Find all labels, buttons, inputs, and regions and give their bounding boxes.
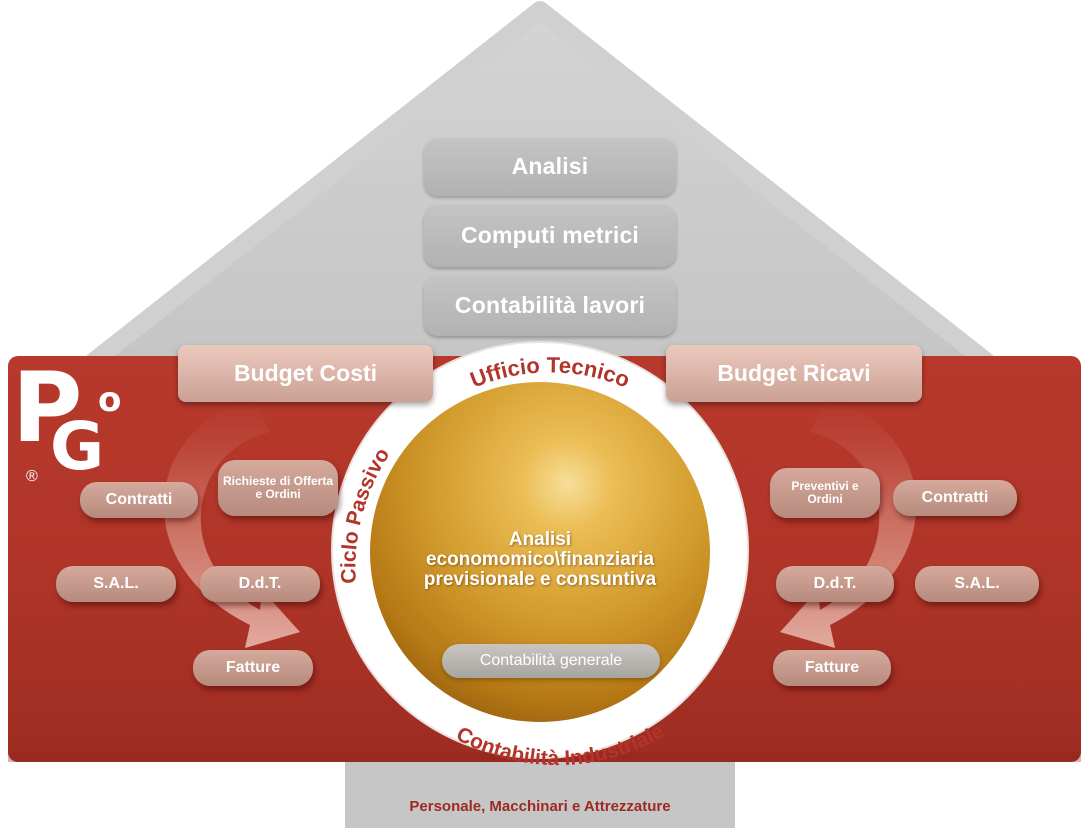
- left-cycle-arrow: [163, 400, 300, 648]
- contabilita-generale-badge: Contabilità generale: [442, 644, 660, 678]
- center-sphere: [370, 382, 710, 722]
- foundation-shape: [345, 760, 735, 828]
- attivo-ddt: D.d.T.: [776, 566, 894, 602]
- passivo-ddt: D.d.T.: [200, 566, 320, 602]
- tier-contabilita-lavori: Contabilità lavori: [424, 276, 676, 336]
- attivo-sal: S.A.L.: [915, 566, 1039, 602]
- registered-mark: ®: [26, 468, 38, 485]
- tier-computi-metrici: Computi metrici: [424, 205, 676, 267]
- attivo-contratti: Contratti: [893, 480, 1017, 516]
- center-title: Analisi economomico\finanziaria previsio…: [390, 530, 690, 590]
- attivo-preventivi: Preventivi e Ordini: [770, 468, 880, 518]
- center-line-1: Analisi: [508, 529, 572, 550]
- logo-glyph-o: o: [98, 380, 122, 420]
- budget-costi: Budget Costi: [178, 345, 433, 402]
- passivo-contratti: Contratti: [80, 482, 198, 518]
- footer-label: Personale, Macchinari e Attrezzature: [409, 798, 671, 815]
- passivo-richieste: Richieste di Offerta e Ordini: [218, 460, 338, 516]
- attivo-fatture: Fatture: [773, 650, 891, 686]
- budget-ricavi: Budget Ricavi: [666, 345, 922, 402]
- passivo-sal: S.A.L.: [56, 566, 176, 602]
- logo-glyph-p: P: [12, 352, 83, 464]
- center-line-3: previsionale e consuntiva: [423, 569, 657, 590]
- logo: P G o ®: [12, 352, 142, 500]
- passivo-fatture: Fatture: [193, 650, 313, 686]
- center-line-2: economomico\finanziaria: [425, 549, 655, 570]
- tier-analisi: Analisi: [424, 138, 676, 196]
- logo-glyph-g: G: [50, 408, 105, 485]
